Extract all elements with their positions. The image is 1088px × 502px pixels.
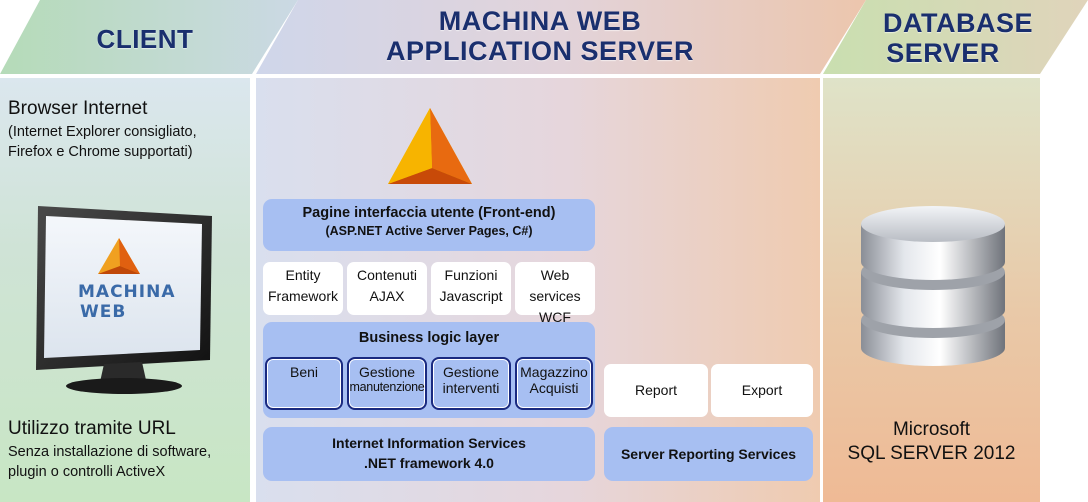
- header-banners: [0, 0, 1088, 74]
- url-title: Utilizzo tramite URL: [8, 418, 176, 439]
- component-ajax: Contenuti AJAX: [347, 262, 427, 315]
- monitor-logo-text-line1: MACHINA: [78, 282, 176, 302]
- iis-box: Internet Information Services .NET frame…: [263, 427, 595, 481]
- module-beni: Beni: [265, 357, 343, 410]
- module-magazzino-acquisti: Magazzino Acquisti: [515, 357, 593, 410]
- frontend-title: Pagine interfaccia utente (Front-end): [302, 205, 556, 221]
- db-header-banner: [823, 0, 1088, 74]
- monitor-illustration: [36, 206, 212, 394]
- component-line1: Entity: [285, 267, 321, 283]
- export-label: Export: [741, 382, 783, 398]
- client-header-banner: [0, 0, 298, 74]
- ssrs-box: Server Reporting Services: [604, 427, 813, 481]
- db-header-title-line2: SERVER: [886, 38, 1000, 68]
- module-gestione-interventi: Gestione interventi: [431, 357, 511, 410]
- component-line1: Contenuti: [357, 267, 417, 283]
- component-entity-framework: Entity Framework: [263, 262, 343, 315]
- module-line1: Beni: [289, 364, 319, 380]
- module-line2: interventi: [442, 380, 500, 396]
- url-note-line2: plugin o controlli ActiveX: [8, 464, 166, 480]
- module-line2: Acquisti: [529, 380, 579, 396]
- module-line1: Magazzino: [520, 364, 588, 380]
- component-line2: Framework: [267, 288, 338, 304]
- component-line1: Funzioni: [444, 267, 498, 283]
- module-line2: manutenzione: [349, 380, 425, 394]
- ssrs-label: Server Reporting Services: [620, 446, 797, 462]
- module-line1: Gestione: [442, 364, 500, 380]
- db-header-title-line1: DATABASE: [883, 8, 1033, 38]
- iis-line2: .NET framework 4.0: [364, 455, 494, 471]
- client-header-title: CLIENT: [96, 24, 194, 54]
- url-note-line1: Senza installazione di software,: [8, 444, 212, 460]
- monitor-logo-icon: [98, 238, 140, 274]
- frontend-box: Pagine interfaccia utente (Front-end) (A…: [263, 199, 595, 251]
- component-line1: Web services: [529, 267, 581, 304]
- database-cylinder-icon: [861, 206, 1005, 366]
- component-line2: Javascript: [439, 288, 503, 304]
- machina-logo-icon: [388, 108, 472, 184]
- browser-note-line2: Firefox e Chrome supportati): [8, 144, 193, 160]
- business-logic-title: Business logic layer: [358, 330, 500, 346]
- report-label: Report: [634, 382, 678, 398]
- report-box: Report: [604, 364, 708, 417]
- server-header-title-line1: MACHINA WEB: [438, 6, 642, 36]
- monitor-logo-text-line2: WEB: [80, 302, 127, 322]
- component-javascript: Funzioni Javascript: [431, 262, 511, 315]
- iis-line1: Internet Information Services: [332, 435, 526, 451]
- db-label-line2: SQL SERVER 2012: [847, 443, 1016, 464]
- frontend-subtitle: (ASP.NET Active Server Pages, C#): [325, 224, 533, 238]
- component-line2: AJAX: [369, 288, 405, 304]
- module-gestione-manutenzione: Gestione manutenzione: [347, 357, 427, 410]
- db-label-line1: Microsoft: [892, 419, 971, 440]
- server-header-title-line2: APPLICATION SERVER: [385, 36, 695, 66]
- browser-note-line1: (Internet Explorer consigliato,: [8, 124, 197, 140]
- server-header-banner: [256, 0, 866, 74]
- component-wcf: Web services WCF: [515, 262, 595, 325]
- export-box: Export: [711, 364, 813, 417]
- component-line2: WCF: [539, 309, 571, 325]
- module-line1: Gestione: [358, 364, 416, 380]
- browser-title: Browser Internet: [8, 98, 148, 119]
